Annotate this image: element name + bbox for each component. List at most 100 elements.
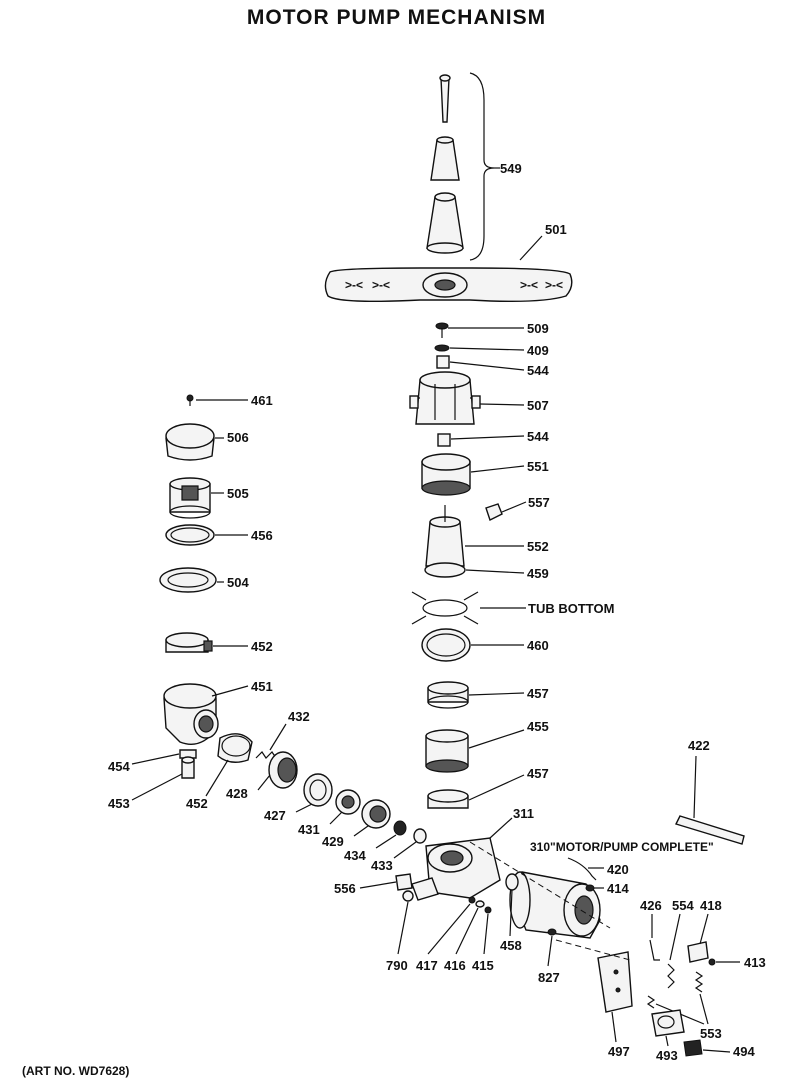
connector-556 xyxy=(359,873,413,891)
part-label: 452 xyxy=(186,796,208,811)
part-label: 507 xyxy=(527,398,549,413)
part-label: 790 xyxy=(386,958,408,973)
part-label: 455 xyxy=(527,719,549,734)
motor-pump-complete-label: 310"MOTOR/PUMP COMPLETE" xyxy=(530,840,714,854)
housing-451 xyxy=(163,683,249,745)
part-label: 557 xyxy=(528,495,550,510)
part-label: 457 xyxy=(527,766,549,781)
switch-493 xyxy=(651,1009,685,1047)
clamp-457-upper xyxy=(427,681,525,709)
pump-housing-311 xyxy=(411,817,513,901)
plug-453 xyxy=(131,756,195,801)
part-label: 422 xyxy=(688,738,710,753)
part-label: 452 xyxy=(251,639,273,654)
svg-text:>-<: >-< xyxy=(345,278,363,292)
gasket-460 xyxy=(421,628,524,662)
part-label: 552 xyxy=(527,539,549,554)
part-label: 494 xyxy=(733,1044,755,1059)
part-label: 311 xyxy=(513,806,534,821)
part-label: 432 xyxy=(288,709,310,724)
part-label: 420 xyxy=(607,862,629,877)
screw-415 xyxy=(483,906,492,955)
impeller-505 xyxy=(169,477,224,519)
bracket-497 xyxy=(555,939,633,1043)
art-number: (ART NO. WD7628) xyxy=(22,1064,130,1078)
screw-509 xyxy=(435,322,524,338)
part-label: 506 xyxy=(227,430,249,445)
part-label: 417 xyxy=(416,958,438,973)
pump-part-552 xyxy=(425,505,524,567)
washer-416 xyxy=(455,900,485,955)
seal-428 xyxy=(257,751,298,791)
clip-426 xyxy=(649,914,660,961)
spray-arm: >-< >-< >-< >-< xyxy=(324,235,573,303)
screw-461 xyxy=(186,394,248,406)
washer-409 xyxy=(434,344,525,352)
part-label: 544 xyxy=(527,363,549,378)
part-label: 418 xyxy=(700,898,722,913)
part-label: 509 xyxy=(527,321,549,336)
part-label: 493 xyxy=(656,1048,678,1063)
part-label: 426 xyxy=(640,898,662,913)
svg-text:>-<: >-< xyxy=(372,278,390,292)
part-label: 504 xyxy=(227,575,249,590)
svg-text:>-<: >-< xyxy=(520,278,538,292)
part-label: 427 xyxy=(264,808,286,823)
filter-455 xyxy=(425,729,525,773)
plate-504 xyxy=(159,567,224,593)
part-label: 505 xyxy=(227,486,249,501)
page-title: MOTOR PUMP MECHANISM xyxy=(246,6,547,29)
part-label: 544 xyxy=(527,429,549,444)
gasket-427 xyxy=(295,773,333,813)
part-label: 454 xyxy=(108,759,130,774)
washer-417 xyxy=(427,896,476,955)
part-label: 460 xyxy=(527,638,549,653)
part-label: 556 xyxy=(334,881,356,896)
part-label: 461 xyxy=(251,393,273,408)
motor-310 xyxy=(469,841,611,939)
spray-tower-tubes xyxy=(426,72,500,261)
part-label: 554 xyxy=(672,898,694,913)
part-label: 413 xyxy=(744,955,766,970)
part-label: 459 xyxy=(527,566,549,581)
part-label: 457 xyxy=(527,686,549,701)
part-label: 416 xyxy=(444,958,466,973)
screw-827 xyxy=(547,928,557,967)
screw-414 xyxy=(585,884,604,892)
part-label: 409 xyxy=(527,343,549,358)
part-label: 433 xyxy=(371,858,393,873)
part-label: 451 xyxy=(251,679,273,694)
spring-554 xyxy=(667,913,681,989)
clip-454 xyxy=(131,749,197,765)
gasket-459 xyxy=(424,562,525,578)
part-label: 428 xyxy=(226,786,248,801)
part-label: 453 xyxy=(108,796,130,811)
part-label: 549 xyxy=(500,161,522,176)
part-label: 434 xyxy=(344,848,366,863)
part-label: 456 xyxy=(251,528,273,543)
cap-494 xyxy=(683,1039,731,1057)
ring-551 xyxy=(421,453,525,496)
svg-text:>-<: >-< xyxy=(545,278,563,292)
part-label: 501 xyxy=(545,222,567,237)
screw-413 xyxy=(708,958,740,966)
clamp-457-lower xyxy=(427,774,525,809)
impeller-429 xyxy=(353,799,391,837)
cover-506 xyxy=(165,423,224,461)
bushing-544-lower xyxy=(437,433,525,447)
nut-434 xyxy=(375,820,407,849)
washer-458 xyxy=(505,873,519,937)
clamp-452-upper xyxy=(165,632,248,653)
clamp-452-lower xyxy=(205,733,253,797)
clip-557 xyxy=(485,501,527,521)
bushing-433 xyxy=(393,828,427,859)
part-label: 551 xyxy=(527,459,549,474)
bracket-bar-422 xyxy=(675,755,745,845)
part-label: 553 xyxy=(700,1026,722,1041)
part-label: 497 xyxy=(608,1044,630,1059)
ring-431 xyxy=(329,789,361,825)
tub-bottom-label: TUB BOTTOM xyxy=(528,601,614,616)
part-label: 415 xyxy=(472,958,494,973)
wire-420 xyxy=(567,857,604,881)
